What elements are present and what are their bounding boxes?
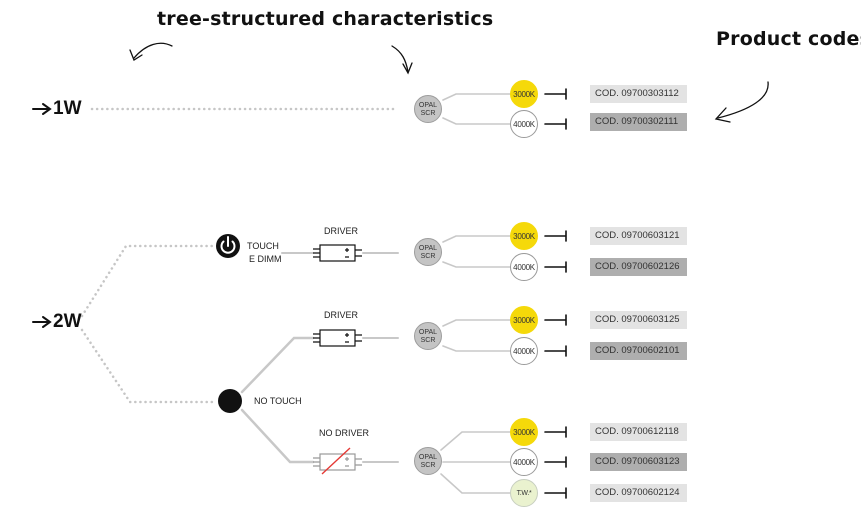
annotation-arrow-mid-head: [402, 62, 413, 75]
scr-label: SCR: [420, 337, 436, 344]
annotation-arrow-right: [717, 81, 769, 119]
opal-scr-node: OPAL SCR: [414, 322, 442, 350]
branch-label-2w: 2W: [53, 311, 82, 332]
dotted-branch-up: [80, 244, 215, 318]
dotted-branch-down: [80, 328, 216, 404]
driver-label-2: DRIVER: [324, 310, 359, 320]
arrow-1w: [32, 103, 52, 115]
driver-label-1: DRIVER: [324, 226, 359, 236]
temperature-badge: 3000K: [510, 80, 538, 108]
annotation-arrow-left-head: [129, 49, 143, 61]
product-code: COD. 09700603125: [590, 311, 687, 329]
scr-label: SCR: [420, 253, 436, 260]
branch-label-1w: 1W: [53, 98, 82, 119]
touch-label: TOUCH: [247, 241, 279, 251]
opal-label: OPAL: [418, 245, 438, 252]
product-code: COD. 09700612118: [590, 423, 687, 441]
temperature-badge: 4000K: [510, 110, 538, 138]
touch-power-icon: [216, 234, 240, 258]
no-touch-node-icon: [218, 389, 242, 413]
annotation-arrow-mid: [391, 45, 409, 73]
temperature-badge: 4000K: [510, 448, 538, 476]
temperature-badge: 3000K: [510, 418, 538, 446]
opal-scr-node: OPAL SCR: [414, 95, 442, 123]
no-driver-strike: [321, 447, 351, 475]
temperature-badge: T.W.*: [510, 479, 538, 507]
opal3-branch: [442, 319, 511, 352]
no-touch-label: NO TOUCH: [254, 396, 302, 406]
no-driver-label: NO DRIVER: [319, 428, 370, 438]
opal-label: OPAL: [418, 329, 438, 336]
dimm-label: E DIMM: [249, 254, 282, 264]
no-driver-icon: [313, 447, 362, 475]
opal1-branch: [442, 93, 511, 125]
line-notouch-driver2: [240, 336, 315, 394]
driver-icon-1: [313, 244, 362, 262]
line-notouch-nodriver: [240, 408, 315, 464]
product-code: COD. 09700602126: [590, 258, 687, 276]
arrow-2w: [32, 316, 52, 328]
product-code: COD. 09700603121: [590, 227, 687, 245]
opal2-branch: [442, 235, 511, 268]
temperature-badge: 3000K: [510, 306, 538, 334]
temperature-badge: 3000K: [510, 222, 538, 250]
opal-scr-node: OPAL SCR: [414, 447, 442, 475]
temperature-badge: 4000K: [510, 337, 538, 365]
opal4-branch: [440, 431, 511, 494]
temperature-badge: 4000K: [510, 253, 538, 281]
product-code: COD. 09700602124: [590, 484, 687, 502]
opal-scr-node: OPAL SCR: [414, 238, 442, 266]
product-code: COD. 09700602101: [590, 342, 687, 360]
annotation-product-codes: Product codes: [716, 28, 861, 50]
product-code: COD. 09700302111: [590, 113, 687, 131]
annotation-arrow-right-head: [714, 107, 731, 123]
opal-label: OPAL: [418, 454, 438, 461]
scr-label: SCR: [420, 110, 436, 117]
scr-label: SCR: [420, 462, 436, 469]
code-connectors: [544, 88, 567, 499]
driver-icon-2: [313, 329, 362, 347]
annotation-arrow-left: [133, 42, 173, 59]
product-code: COD. 09700603123: [590, 453, 687, 471]
annotation-tree-characteristics: tree-structured characteristics: [157, 8, 494, 30]
product-code: COD. 09700303112: [590, 85, 687, 103]
opal-label: OPAL: [418, 102, 438, 109]
